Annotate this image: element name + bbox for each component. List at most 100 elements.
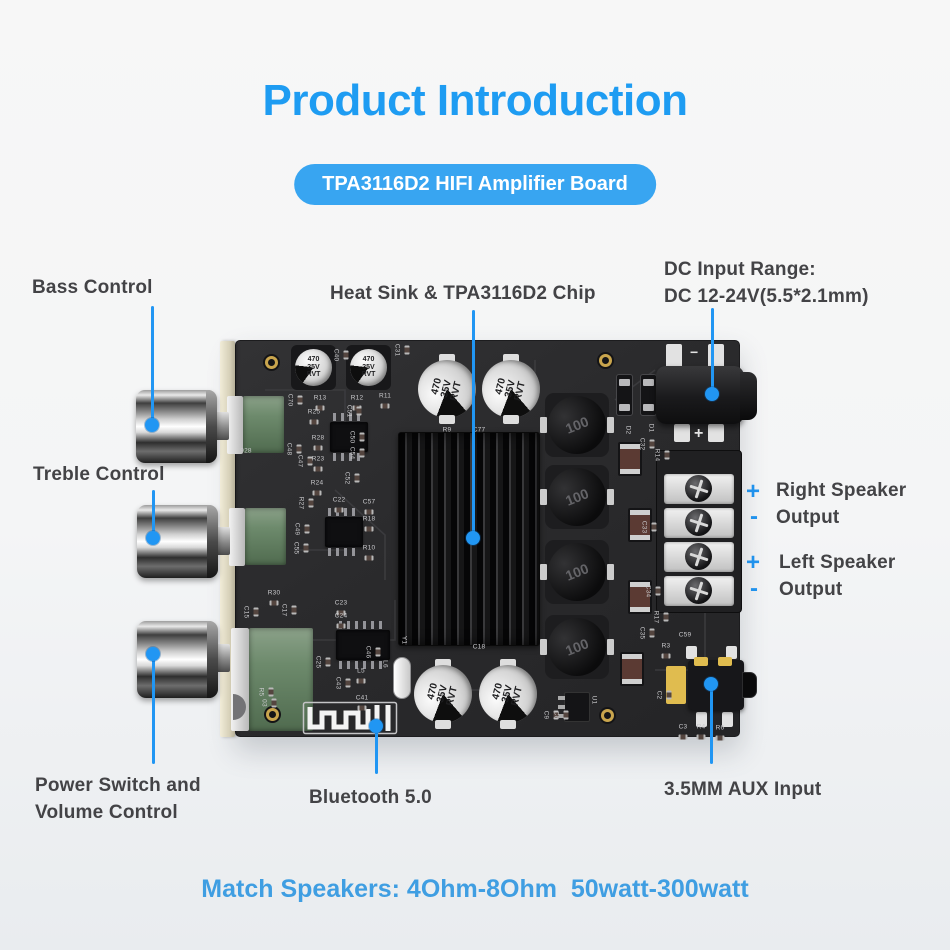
mounting-hole (265, 356, 278, 369)
silkscreen-label: R25 (307, 408, 321, 416)
inductor-value: 100 (539, 534, 615, 610)
label-dc-input-line2: DC 12-24V(5.5*2.1mm) (664, 286, 869, 307)
film-capacitor-c32 (618, 442, 642, 476)
silkscreen-label: D1 (647, 423, 655, 433)
cap-value: 470 (307, 356, 320, 364)
terminal-screw[interactable] (685, 509, 712, 536)
bass-knob-shaft (215, 412, 229, 440)
terminal-screw[interactable] (685, 475, 712, 502)
cap-voltage: 35V (362, 363, 375, 371)
smd-component (661, 653, 671, 659)
smd-component (715, 735, 725, 741)
silkscreen-label: C70 (286, 393, 294, 407)
treble-knob-shaft (216, 527, 230, 555)
silkscreen-halfmoon (233, 694, 246, 720)
inductor-3: 100 (539, 534, 615, 610)
smd-component (664, 450, 670, 460)
smd-component (649, 628, 655, 638)
treble-potentiometer (245, 508, 286, 565)
label-dc-input-line1: DC Input Range: (664, 259, 816, 280)
aux-yellow-pad (718, 657, 732, 666)
smd-component (343, 350, 349, 360)
bluetooth-ic-chip (336, 621, 390, 669)
label-bluetooth: Bluetooth 5.0 (309, 787, 432, 808)
callout-dot-power (146, 647, 160, 661)
film-capacitor-c33 (628, 508, 652, 542)
smd-component (404, 345, 410, 355)
inductor-value: 100 (539, 459, 615, 535)
terminal-right-minus[interactable] (664, 508, 734, 538)
silkscreen-label: C31 (393, 343, 401, 357)
silkscreen-label: C9 (542, 710, 550, 720)
silkscreen-label: C51 (345, 404, 353, 418)
callout-dot-bluetooth (369, 719, 383, 733)
terminal-screw[interactable] (685, 577, 712, 604)
terminal-left-minus[interactable] (664, 576, 734, 606)
left-speaker-plus-sign: + (746, 549, 761, 576)
smd-component (356, 678, 366, 684)
smd-component (696, 734, 706, 740)
silkscreen-label: C41 (355, 694, 369, 702)
silkscreen-label: C52 (343, 471, 351, 485)
smd-component (308, 498, 314, 508)
silkscreen-label: 03 (260, 699, 268, 707)
callout-line-heatsink (472, 310, 475, 538)
terminal-right-plus[interactable] (664, 474, 734, 504)
silkscreen-label: C55 (292, 541, 300, 555)
cap-voltage: 35V (307, 363, 320, 371)
smd-component (303, 543, 309, 553)
smd-component (359, 448, 365, 458)
label-heatsink-chip: Heat Sink & TPA3116D2 Chip (330, 283, 596, 304)
cap-brand: RVT (448, 380, 464, 403)
dc-input-jack[interactable] (656, 366, 744, 424)
callout-dot-treble (146, 531, 160, 545)
smd-component (336, 623, 346, 629)
silkscreen-label: C49 (293, 522, 301, 536)
silkscreen-label: U1 (590, 695, 598, 705)
bass-potentiometer (243, 396, 284, 453)
silkscreen-label: C40 (332, 348, 340, 362)
callout-dot-bass (145, 418, 159, 432)
power-potentiometer (249, 628, 313, 731)
smd-component (649, 439, 655, 449)
silkscreen-label: C33 (640, 520, 648, 534)
dc-plus-mark: + (694, 425, 704, 442)
label-left-speaker-output: Output (779, 579, 843, 600)
smd-component (364, 555, 374, 561)
smd-component (313, 445, 323, 451)
silkscreen-label: D2 (624, 425, 632, 435)
smd-component (655, 586, 661, 596)
silkscreen-label: R11 (378, 392, 392, 400)
smd-component (268, 687, 274, 697)
cap-value: 470 (362, 356, 375, 364)
terminal-left-plus[interactable] (664, 542, 734, 572)
silkscreen-label: C46 (364, 645, 372, 659)
cap-brand: RVT (306, 371, 321, 379)
smd-component (357, 705, 367, 711)
silkscreen-label: R3 (661, 642, 671, 650)
smd-component (253, 607, 259, 617)
terminal-screw[interactable] (685, 543, 712, 570)
smd-component (359, 432, 365, 442)
cap-brand: RVT (512, 380, 528, 403)
right-speaker-minus-sign: - (750, 503, 758, 530)
callout-line-power (152, 654, 155, 764)
mounting-hole (599, 354, 612, 367)
silkscreen-label: R4 (696, 723, 706, 731)
smd-component (354, 473, 360, 483)
silkscreen-label: C47 (296, 454, 304, 468)
mounting-hole (601, 709, 614, 722)
smd-component (364, 509, 374, 515)
crystal-oscillator (393, 657, 411, 699)
silkscreen-label: Y1 (400, 635, 408, 645)
silkscreen-label: R23 (311, 455, 325, 463)
silkscreen-label: R5 (257, 687, 265, 697)
silkscreen-label: C34 (644, 584, 652, 598)
smd-component (336, 610, 346, 616)
dc-jack-barrel (740, 372, 757, 420)
diode-d1 (640, 374, 657, 416)
label-power-switch-line1: Power Switch and (35, 775, 201, 796)
mounting-hole (266, 708, 279, 721)
silkscreen-label: R9 (442, 426, 452, 434)
